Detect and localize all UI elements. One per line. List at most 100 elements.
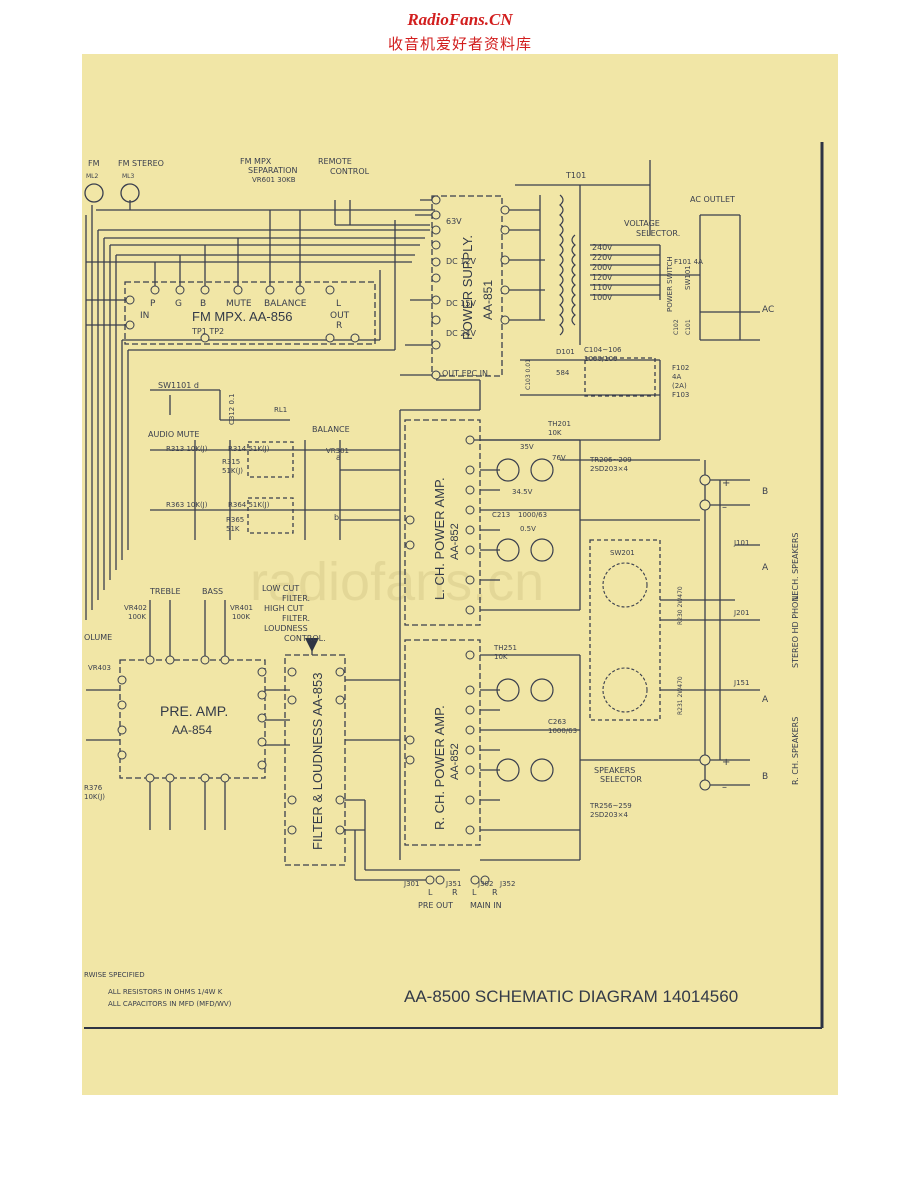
vr301-label: VR301: [326, 447, 349, 455]
f102-label: F102: [672, 364, 689, 372]
sw1101-label: SW1101 d: [158, 381, 199, 390]
main-in-label: MAIN IN: [470, 901, 502, 910]
balance-label: BALANCE: [312, 425, 350, 434]
lch-345v: 34.5V: [512, 488, 533, 496]
ps-dc12: DC 12V: [446, 257, 476, 266]
ps-63v: 63V: [446, 217, 462, 226]
wiring: [85, 160, 760, 881]
mpx-out-label: OUT: [330, 311, 350, 321]
loudness-1: LOUDNESS: [264, 624, 308, 633]
tap-200: 200v: [592, 263, 612, 272]
c104-value: 1000/100: [584, 355, 618, 363]
c263-value: 1000/63: [548, 727, 577, 735]
mpx-pin-l: L: [336, 299, 341, 309]
power-supply-board: AA-851: [481, 280, 495, 320]
balance-b: b: [334, 513, 339, 522]
speakers-selector-2: SELECTOR: [600, 775, 642, 784]
r314-label: R314 51K(J): [228, 445, 270, 453]
speakers-selector-1: SPEAKERS: [594, 766, 635, 775]
sw201-label: SW201: [610, 549, 635, 557]
f103-label: F103: [672, 391, 689, 399]
th201-value: 10K: [548, 429, 562, 437]
tap-100: 100v: [592, 293, 612, 302]
pre-out-label: PRE OUT: [418, 901, 453, 910]
rch-amp-board: AA-852: [449, 743, 461, 780]
ps-dc15: DC 15V: [446, 299, 476, 308]
f102-alt: (2A): [672, 382, 687, 390]
voltage-selector-2: SELECTOR.: [636, 229, 680, 238]
high-cut-2: FILTER.: [282, 614, 310, 623]
tap-110: 110v: [592, 283, 612, 292]
diode-584-label: 584: [556, 369, 570, 377]
audio-mute-label: AUDIO MUTE: [148, 430, 199, 439]
rl1-label: RL1: [274, 406, 287, 414]
rch-a-label: A: [762, 695, 769, 705]
filter-loudness-label: FILTER & LOUDNESS AA-853: [310, 673, 325, 851]
volume-label: OLUME: [84, 633, 112, 642]
power-switch-label: POWER SWITCH: [666, 256, 674, 312]
rch-plus-label: +: [722, 757, 730, 768]
tap-240: 240v: [592, 243, 612, 252]
lch-speakers-label: L. CH. SPEAKERS: [791, 533, 800, 600]
bass-label: BASS: [202, 587, 223, 596]
tp-label: TP1 TP2: [191, 327, 224, 336]
r230-label: R230 2W470: [677, 586, 684, 625]
c263-label: C263: [548, 718, 566, 726]
r376-label: R376: [84, 784, 103, 792]
schematic-sheet: [82, 54, 838, 1095]
plus-label: +: [722, 478, 730, 489]
tap-220: 220v: [592, 253, 612, 262]
balance-a: a: [336, 453, 341, 462]
site-subtitle: 收音机爱好者资料库: [387, 35, 532, 53]
c213-value: 1000/63: [518, 511, 547, 519]
ps-out-epc: OUT EPC IN.: [442, 369, 490, 378]
fm-mpx-board-label: FM MPX. AA-856: [192, 309, 292, 324]
ac-label: AC: [762, 305, 774, 315]
th201-label: TH201: [547, 420, 571, 428]
fm-label: FM: [88, 159, 100, 168]
watermark: radiofans.cn: [250, 552, 544, 612]
rch-b-label: B: [762, 772, 768, 782]
low-cut-1: LOW CUT: [262, 584, 299, 593]
r315-value: 51K(J): [222, 467, 243, 475]
mpx-pin-mute: MUTE: [226, 299, 252, 309]
mpx-pin-p: P: [150, 299, 156, 309]
mpx-sep-label-1: FM MPX: [240, 157, 272, 166]
ml3-label: ML3: [122, 173, 135, 180]
mpx-in-label: IN: [140, 311, 149, 321]
high-cut-1: HIGH CUT: [264, 604, 304, 613]
vr401-value: 100K: [232, 613, 250, 621]
vr402-value: 100K: [128, 613, 146, 621]
treble-label: TREBLE: [149, 587, 181, 596]
tap-120: 120v: [592, 273, 612, 282]
low-cut-2: FILTER.: [282, 594, 310, 603]
j352-label: J352: [499, 880, 515, 888]
lch-b-label: B: [762, 487, 768, 497]
transistors: [496, 458, 554, 782]
pre-amp-label: PRE. AMP.: [160, 703, 228, 719]
tr206-label: TR206~209: [589, 456, 632, 464]
remote-label-2: CONTROL: [330, 167, 370, 176]
lch-35v: 35V: [520, 443, 534, 451]
d101-label: D101: [556, 348, 575, 356]
c102-label: C102: [673, 319, 680, 335]
f102-value: 4A: [672, 373, 681, 381]
j101-label: J101: [733, 539, 749, 547]
j201-label: J201: [733, 609, 749, 617]
j351-label: J351: [445, 880, 461, 888]
j302-label: J302: [477, 880, 493, 888]
remote-label-1: REMOTE: [318, 157, 352, 166]
rch-speakers-label: R. CH. SPEAKERS: [791, 717, 800, 785]
j301-label: J301: [403, 880, 419, 888]
c312-label: C312 0.1: [228, 393, 236, 425]
r313-label: R313 10K(J): [166, 445, 208, 453]
mpx-r-label: R: [336, 321, 342, 331]
vr403-label: VR403: [88, 664, 111, 672]
vr601-label: VR601 30KB: [252, 176, 296, 184]
r315-label: R315: [222, 458, 240, 466]
c101-label: C101: [685, 319, 692, 335]
r364-label: R364 51K(J): [228, 501, 270, 509]
sw101-label: SW101: [684, 265, 692, 290]
r363-label: R363 10K(J): [166, 501, 208, 509]
